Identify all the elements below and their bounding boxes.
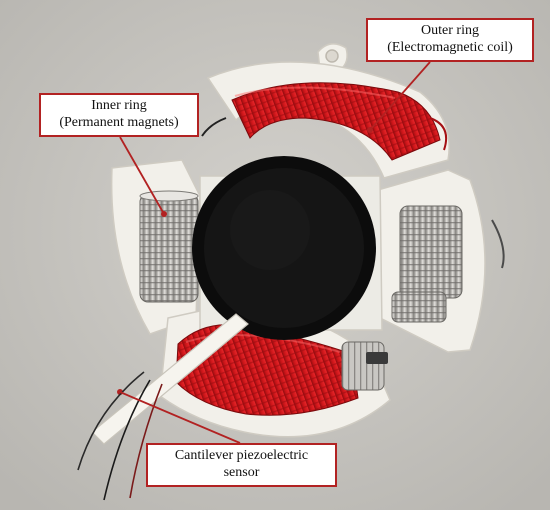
left-magnet-stack (139, 190, 199, 303)
inner-ring-callout: Inner ring (Permanent magnets) (39, 93, 199, 137)
cantilever-sublabel: sensor (223, 465, 260, 480)
sensor-wires (77, 371, 163, 501)
leader-lines (119, 61, 431, 444)
top-coil (231, 82, 441, 161)
inner-ring-sublabel: (Permanent magnets) (59, 115, 179, 130)
coil-leads (201, 117, 505, 269)
cantilever-sensor-callout: Cantilever piezoelectric sensor (146, 443, 337, 487)
outer-ring-label: Outer ring (421, 23, 479, 38)
leader-dots (161, 127, 373, 217)
outer-ring-callout: Outer ring (Electromagnetic coil) (366, 18, 534, 62)
center-disk (192, 156, 376, 340)
right-magnet-stack (391, 205, 463, 323)
outer-ring-sublabel: (Electromagnetic coil) (387, 40, 513, 55)
cantilever-label: Cantilever piezoelectric (174, 448, 309, 463)
bottom-small-magnets (341, 341, 388, 391)
inner-ring-label: Inner ring (91, 98, 147, 113)
